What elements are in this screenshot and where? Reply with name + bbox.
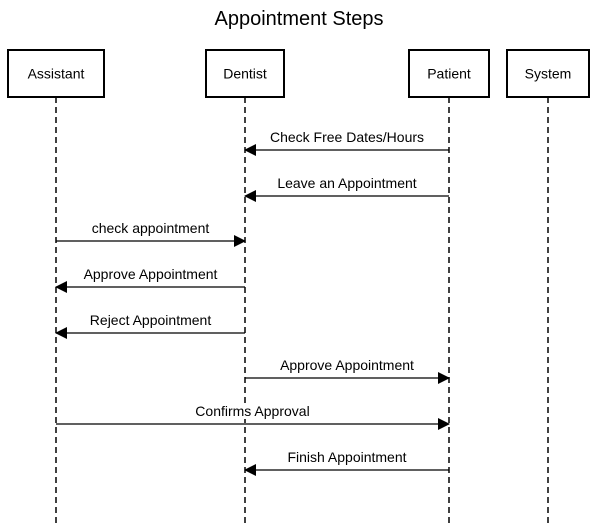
message-2: Leave an Appointment [244, 175, 449, 202]
message-label-8: Finish Appointment [287, 449, 406, 465]
participant-system: System [506, 49, 590, 98]
message-label-background [267, 129, 427, 145]
participants-group: Assistant Dentist Patient System [7, 49, 590, 98]
message-label-7: Confirms Approval [195, 403, 309, 419]
message-1: Check Free Dates/Hours [244, 129, 449, 156]
message-label-4: Approve Appointment [84, 266, 218, 282]
message-4: Approve Appointment [55, 266, 245, 293]
message-label-background [285, 449, 409, 465]
message-6: Approve Appointment [245, 357, 450, 384]
participant-box-patient [408, 49, 490, 98]
participant-assistant: Assistant [7, 49, 105, 98]
message-label-2: Leave an Appointment [277, 175, 416, 191]
message-3: check appointment [56, 220, 246, 247]
participant-patient: Patient [408, 49, 490, 98]
message-5: Reject Appointment [55, 312, 245, 339]
participant-box-assistant [7, 49, 105, 98]
participant-label-assistant: Assistant [28, 66, 85, 82]
participant-label-dentist: Dentist [223, 66, 267, 82]
message-label-6: Approve Appointment [280, 357, 414, 373]
participant-label-system: System [525, 66, 572, 82]
message-label-1: Check Free Dates/Hours [270, 129, 424, 145]
message-label-background [89, 220, 212, 236]
message-label-3: check appointment [92, 220, 210, 236]
message-label-background [278, 357, 417, 373]
participant-dentist: Dentist [205, 49, 285, 98]
participant-box-dentist [205, 49, 285, 98]
message-8: Finish Appointment [244, 449, 449, 476]
lifelines-group [55, 97, 549, 524]
participant-label-patient: Patient [427, 66, 471, 82]
message-label-background [193, 403, 312, 419]
message-label-background [275, 175, 419, 191]
message-label-background [87, 312, 214, 328]
message-label-5: Reject Appointment [90, 312, 212, 328]
diagram-title: Appointment Steps [215, 8, 384, 30]
message-7: Confirms Approval [56, 403, 450, 430]
message-label-background [81, 266, 220, 282]
participant-box-system [506, 49, 590, 98]
